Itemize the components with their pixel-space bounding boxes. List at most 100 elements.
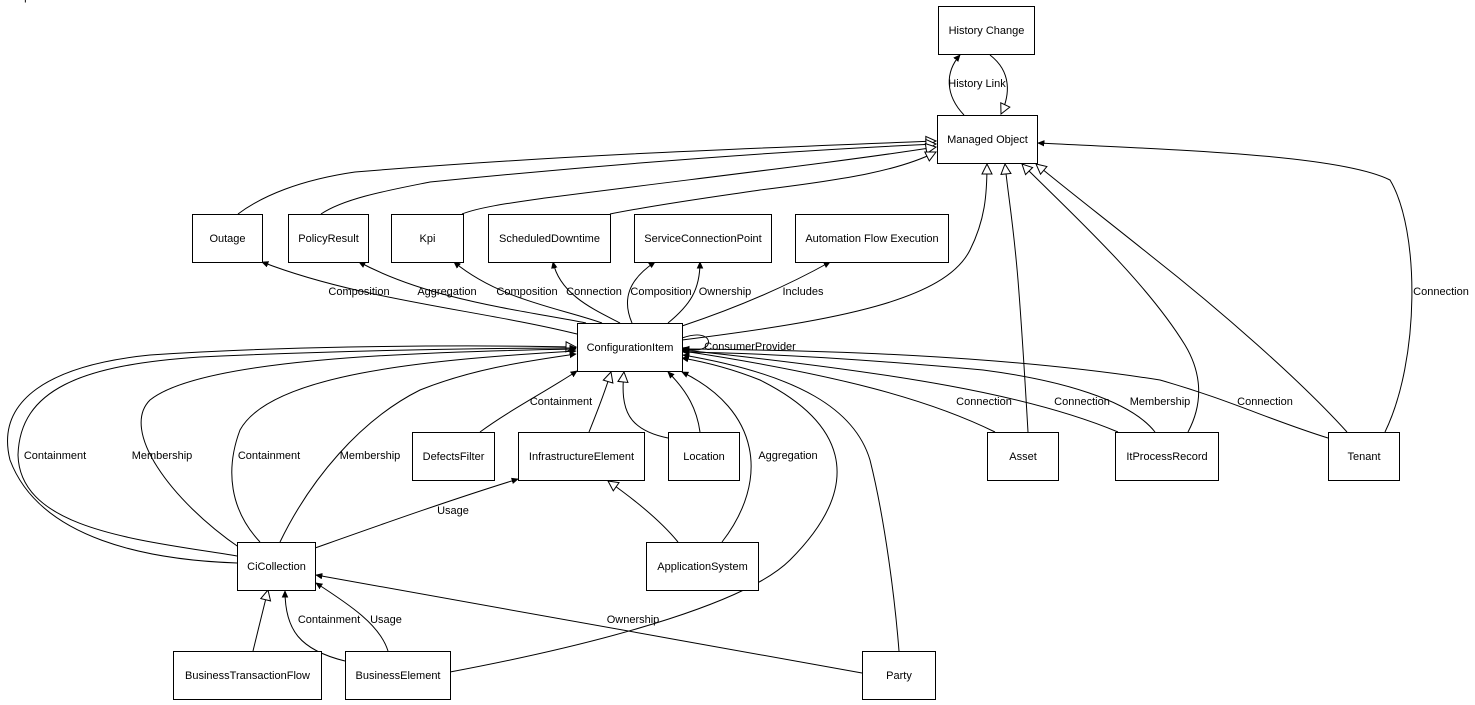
association-line[interactable]	[279, 354, 576, 543]
edge-managed-object-to-history-change[interactable]: History Link	[948, 55, 1006, 116]
association-line[interactable]	[316, 583, 389, 652]
node-infrastructure-element[interactable]: InfrastructureElement	[518, 432, 645, 481]
edge-location-to-configuration-item[interactable]	[623, 372, 669, 439]
edge-history-change-to-managed-object[interactable]	[989, 54, 1007, 114]
node-box[interactable]	[173, 651, 322, 700]
association-line[interactable]	[683, 350, 1119, 433]
edge-kpi-to-managed-object[interactable]	[461, 147, 936, 215]
association-line[interactable]	[683, 351, 996, 433]
association-line[interactable]	[17, 348, 576, 557]
association-line[interactable]	[359, 261, 587, 324]
inheritance-line[interactable]	[681, 164, 987, 341]
association-line[interactable]	[681, 261, 830, 327]
inheritance-line[interactable]	[588, 372, 611, 433]
node-box[interactable]	[862, 651, 936, 700]
edge-configuration-item-to-kpi[interactable]: Composition	[454, 262, 603, 324]
association-line[interactable]	[285, 591, 346, 662]
edge-it-process-record-to-configuration-item[interactable]: Connection	[683, 350, 1119, 433]
inheritance-line[interactable]	[1005, 164, 1029, 433]
association-line[interactable]	[553, 262, 621, 324]
node-box[interactable]	[488, 214, 611, 263]
association-line[interactable]	[683, 352, 1156, 433]
edge-configuration-item-to-service-connection-point[interactable]: Composition	[627, 262, 692, 324]
inheritance-line[interactable]	[7, 346, 576, 564]
association-line[interactable]	[682, 371, 752, 543]
association-line[interactable]	[627, 262, 655, 324]
node-policy-result[interactable]: PolicyResult	[288, 214, 369, 263]
node-scheduled-downtime[interactable]: ScheduledDowntime	[488, 214, 611, 263]
edge-outage-to-managed-object[interactable]	[237, 141, 936, 215]
edge-configuration-item-to-policy-result[interactable]: Aggregation	[359, 261, 587, 324]
node-box[interactable]	[1328, 432, 1400, 481]
edge-ci-collection-to-infrastructure-element[interactable]: Usage	[314, 479, 518, 549]
node-box[interactable]	[391, 214, 464, 263]
edge-application-system-to-infrastructure-element[interactable]	[608, 481, 679, 543]
node-service-connection-point[interactable]: ServiceConnectionPoint	[634, 214, 772, 263]
edge-business-element-to-ci-collection[interactable]: Containment	[285, 591, 360, 662]
node-box[interactable]	[646, 542, 759, 591]
node-box[interactable]	[668, 432, 740, 481]
node-box[interactable]	[192, 214, 263, 263]
node-box[interactable]	[634, 214, 772, 263]
inheritance-line[interactable]	[237, 141, 936, 215]
inheritance-line[interactable]	[252, 590, 268, 652]
edge-scheduled-downtime-to-managed-object[interactable]	[609, 152, 936, 215]
edge-tenant-to-managed-object[interactable]	[1036, 164, 1348, 433]
edge-application-system-to-configuration-item[interactable]: Aggregation	[682, 371, 818, 543]
node-box[interactable]	[937, 115, 1038, 164]
node-asset[interactable]: Asset	[987, 432, 1059, 481]
node-business-element[interactable]: BusinessElement	[345, 651, 451, 700]
inheritance-line[interactable]	[623, 372, 669, 439]
edge-party-to-configuration-item[interactable]	[683, 355, 900, 652]
edge-configuration-item-to-outage[interactable]: Composition	[262, 262, 578, 335]
edge-configuration-item-to-automation-flow-execution[interactable]: Includes	[681, 261, 830, 327]
edge-configuration-item-to-scheduled-downtime[interactable]: Connection	[553, 262, 622, 324]
node-box[interactable]	[345, 651, 451, 700]
association-line[interactable]	[683, 355, 900, 652]
association-line[interactable]	[231, 351, 576, 543]
node-outage[interactable]: Outage	[192, 214, 263, 263]
association-line[interactable]	[479, 371, 577, 433]
node-configuration-item[interactable]: ConfigurationItem	[577, 323, 683, 372]
inheritance-line[interactable]	[1022, 164, 1200, 433]
edge-ci-collection-to-configuration-item[interactable]: Containment	[17, 348, 576, 557]
node-party[interactable]: Party	[862, 651, 936, 700]
association-line[interactable]	[1038, 143, 1413, 433]
node-box[interactable]	[938, 6, 1035, 55]
node-box[interactable]	[1115, 432, 1219, 481]
edge-it-process-record-to-configuration-item[interactable]: Membership	[683, 352, 1190, 433]
node-box[interactable]	[795, 214, 949, 263]
node-defects-filter[interactable]: DefectsFilter	[412, 432, 495, 481]
node-box[interactable]	[987, 432, 1059, 481]
edge-asset-to-managed-object[interactable]	[1005, 164, 1029, 433]
node-location[interactable]: Location	[668, 432, 740, 481]
node-managed-object[interactable]: Managed Object	[937, 115, 1038, 164]
edge-defects-filter-to-configuration-item[interactable]: Containment	[479, 371, 592, 433]
edge-policy-result-to-managed-object[interactable]	[320, 144, 936, 215]
edge-it-process-record-to-managed-object[interactable]	[1022, 164, 1200, 433]
inheritance-line[interactable]	[989, 54, 1007, 114]
node-box[interactable]	[237, 542, 316, 591]
edge-asset-to-configuration-item[interactable]: Connection	[683, 351, 1012, 433]
edge-ci-collection-to-configuration-item[interactable]: Containment	[231, 351, 576, 543]
node-box[interactable]	[518, 432, 645, 481]
association-line[interactable]	[948, 55, 965, 116]
node-ci-collection[interactable]: CiCollection	[237, 542, 316, 591]
node-it-process-record[interactable]: ItProcessRecord	[1115, 432, 1219, 481]
node-box[interactable]	[577, 323, 683, 372]
edge-infrastructure-element-to-configuration-item[interactable]	[588, 372, 611, 433]
edge-configuration-item-to-managed-object[interactable]	[681, 164, 987, 341]
inheritance-line[interactable]	[1036, 164, 1348, 433]
edge-tenant-to-configuration-item[interactable]: Connection	[683, 349, 1329, 439]
node-tenant[interactable]: Tenant	[1328, 432, 1400, 481]
node-history-change[interactable]: History Change	[938, 6, 1035, 55]
edge-business-element-to-ci-collection[interactable]: Usage	[316, 583, 402, 652]
association-line[interactable]	[262, 262, 578, 335]
node-kpi[interactable]: Kpi	[391, 214, 464, 263]
association-line[interactable]	[314, 479, 518, 549]
edge-business-transaction-flow-to-ci-collection[interactable]	[252, 590, 268, 652]
node-business-transaction-flow[interactable]: BusinessTransactionFlow	[173, 651, 322, 700]
edge-ci-collection-to-configuration-item[interactable]: Membership	[279, 354, 576, 543]
inheritance-line[interactable]	[609, 152, 936, 215]
inheritance-line[interactable]	[461, 147, 936, 215]
